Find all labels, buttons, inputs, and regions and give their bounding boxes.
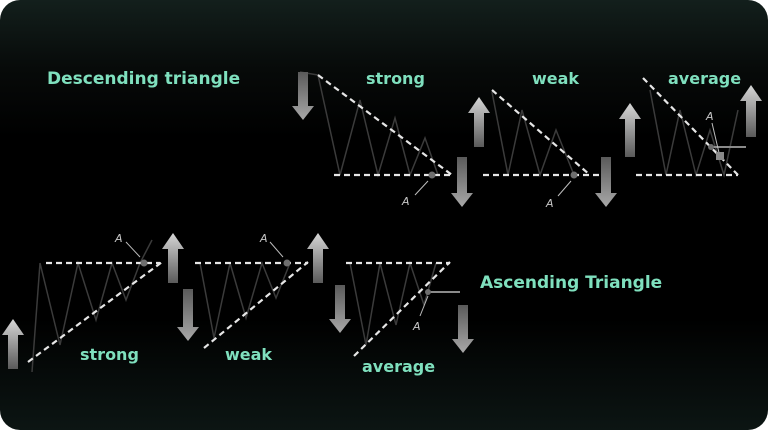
marker-a-label: A <box>259 232 268 245</box>
arrow-up-icon <box>468 97 490 147</box>
descending-strong-label: strong <box>366 69 425 88</box>
arrow-down-icon <box>177 289 199 341</box>
descending-weak-pattern: A <box>483 89 600 210</box>
marker-a-label: A <box>545 197 554 210</box>
arrow-up-icon <box>740 85 762 137</box>
ascending-weak-label: weak <box>225 345 272 364</box>
descending-triangle-title: Descending triangle <box>47 69 240 89</box>
arrow-up-icon <box>2 319 24 369</box>
arrow-down-icon <box>292 72 314 120</box>
arrow-up-icon <box>162 233 184 283</box>
marker-a-label: A <box>401 195 410 208</box>
arrow-down-icon <box>595 157 617 207</box>
arrow-down-icon <box>452 305 474 353</box>
descending-average-label: average <box>668 69 741 88</box>
descending-average-pattern: A <box>636 77 746 178</box>
arrow-up-icon <box>307 233 329 283</box>
arrow-down-icon <box>329 285 351 333</box>
ascending-weak-pattern: A <box>195 232 309 349</box>
ascending-average-pattern: A <box>346 260 460 357</box>
marker-a-label: A <box>114 232 123 245</box>
ascending-average-label: average <box>362 357 435 376</box>
marker-a-label: A <box>705 110 714 123</box>
ascending-strong-pattern: A <box>27 232 163 373</box>
arrow-up-icon <box>619 103 641 157</box>
marker-a-label: A <box>412 320 421 333</box>
ascending-strong-label: strong <box>80 345 139 364</box>
descending-strong-pattern: A <box>299 71 453 208</box>
arrow-down-icon <box>451 157 473 207</box>
ascending-triangle-title: Ascending Triangle <box>480 273 662 293</box>
descending-weak-label: weak <box>532 69 579 88</box>
